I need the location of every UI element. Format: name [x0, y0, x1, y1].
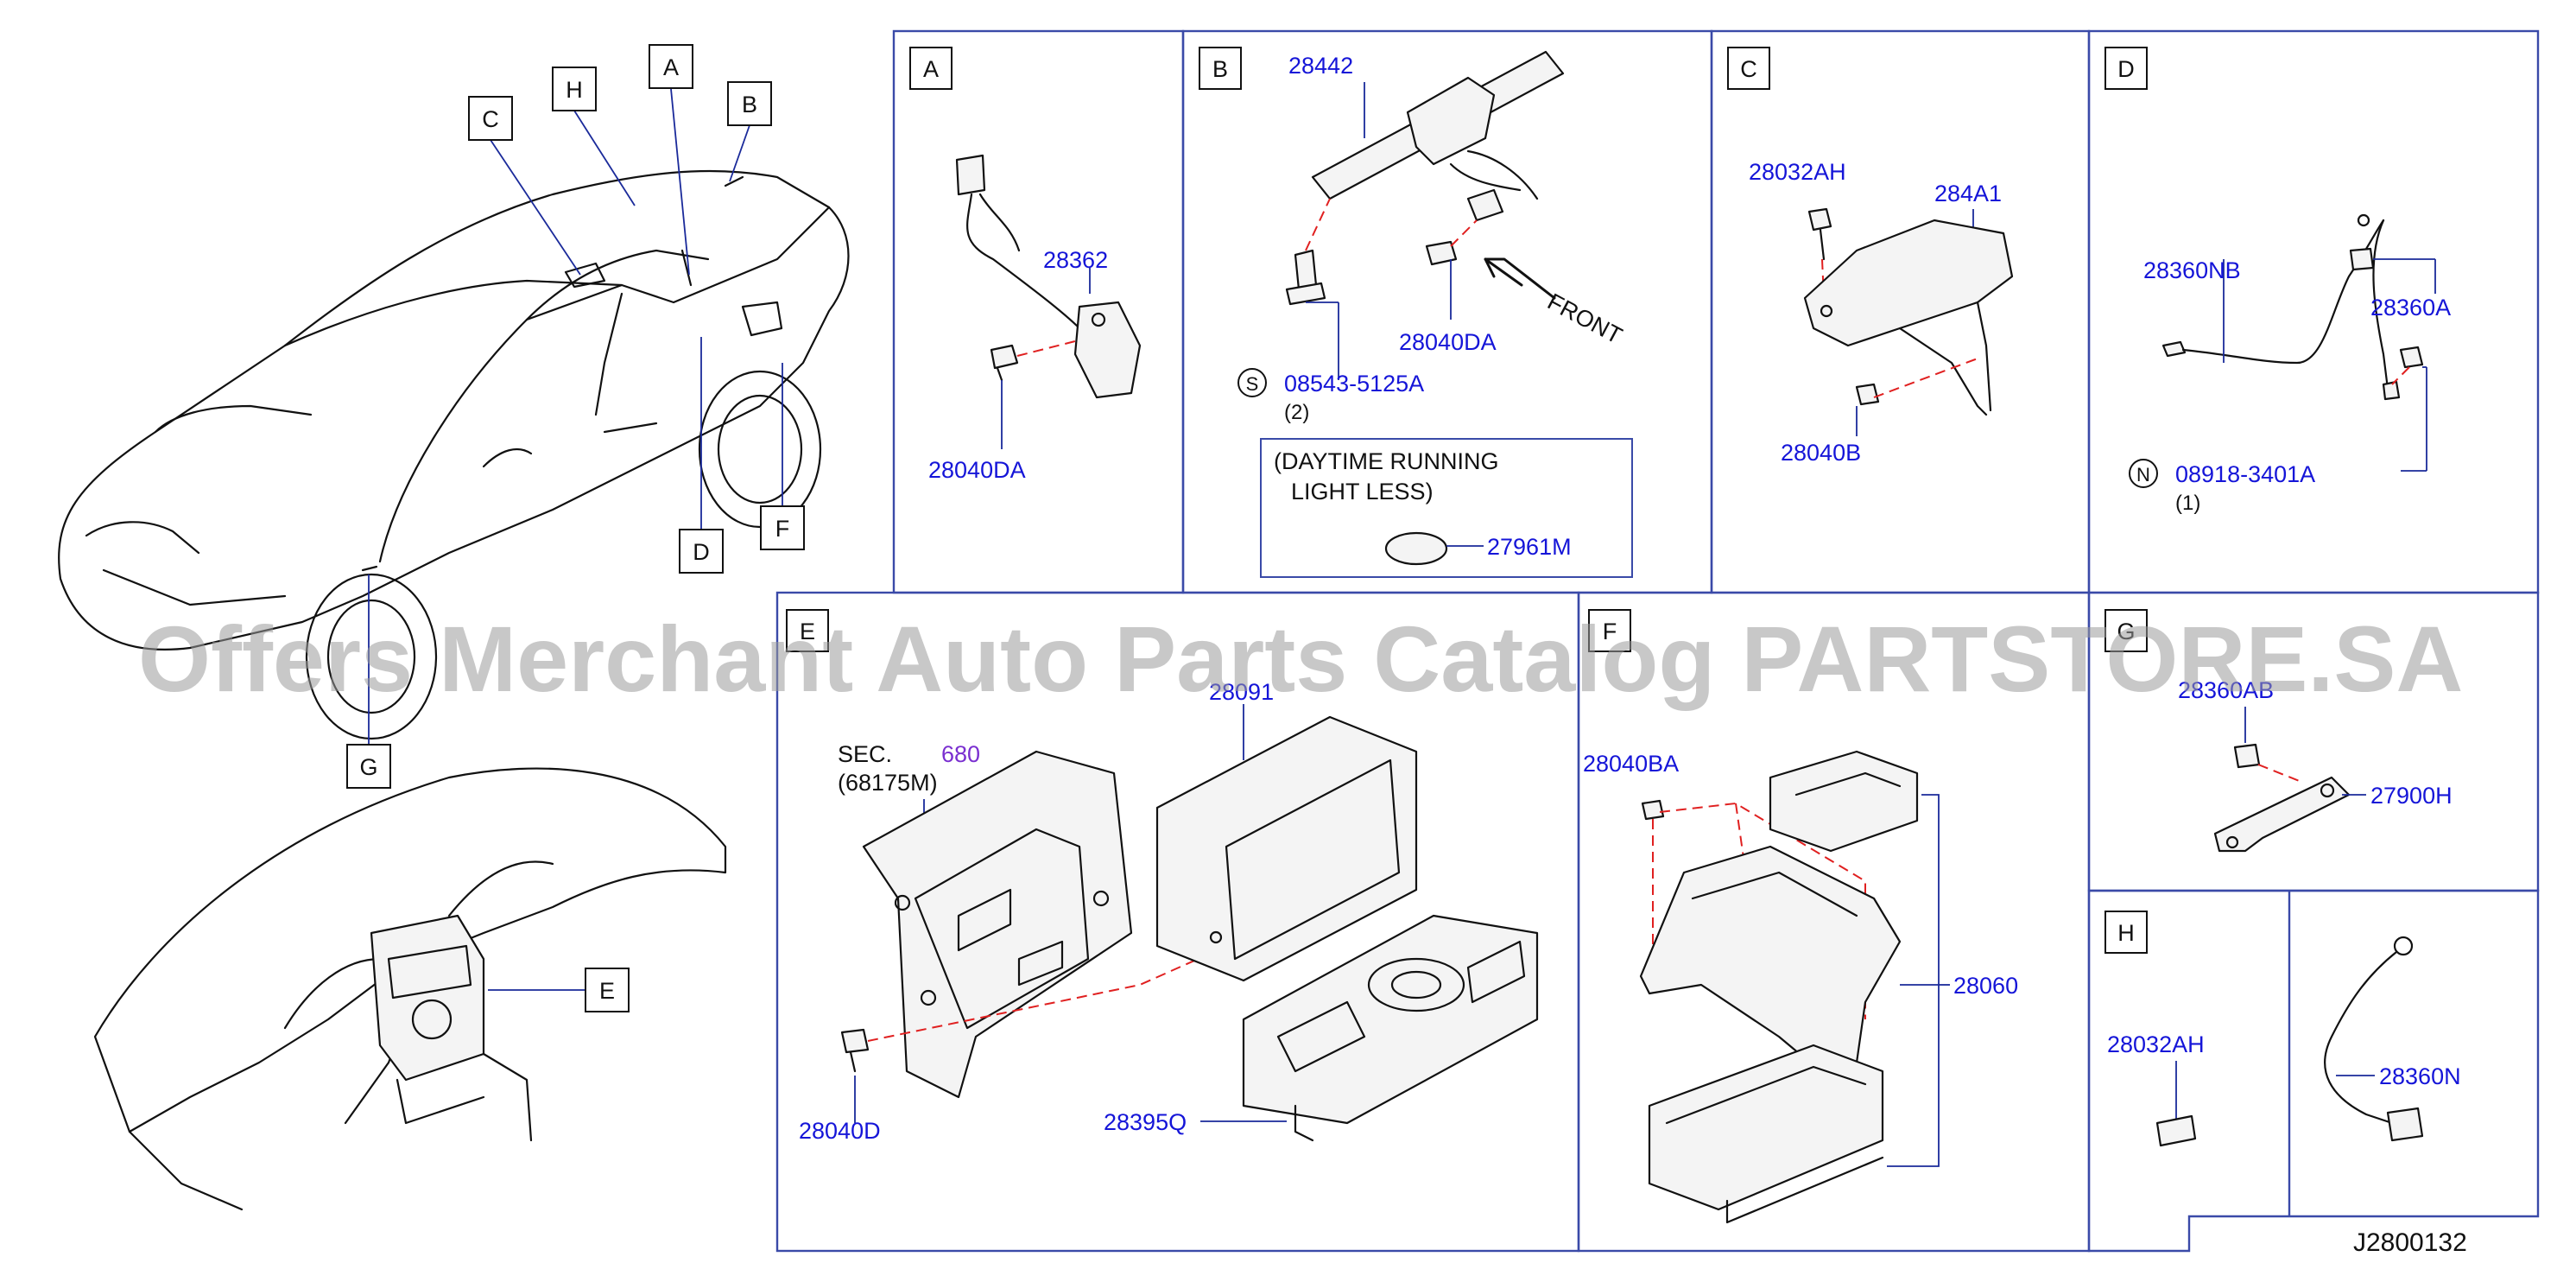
- harness-28360NB: [2161, 213, 2401, 401]
- panel-g-letter: G: [2117, 619, 2135, 644]
- qty-b: (2): [1284, 401, 1309, 424]
- bracket-28060: [1639, 845, 1902, 1082]
- control-unit-28395Q: [1242, 914, 1539, 1142]
- callout-a-letter: A: [663, 54, 679, 80]
- bolt-08543: [1285, 249, 1326, 306]
- callout-c-letter: C: [482, 106, 499, 132]
- nut-28040BA: [1641, 799, 1665, 821]
- panel-a: A 28362 28040DA: [909, 47, 1142, 483]
- mounting-bracket: [862, 750, 1133, 1099]
- panel-g: G 28360AB 27900H: [2104, 609, 2453, 853]
- panel-b: B 28442 FRONT 28040DA S 08543-5125A (2) …: [1199, 47, 1633, 578]
- callout-g: [346, 744, 391, 789]
- screw-28040D: [840, 1028, 870, 1073]
- panel-h-letter: H: [2117, 920, 2135, 946]
- part-27900H: 27900H: [2370, 783, 2453, 809]
- display-28091: [1155, 715, 1418, 982]
- part-28060: 28060: [1953, 973, 2018, 999]
- symbol-s: S: [1246, 373, 1259, 395]
- panel-e-letter: E: [800, 619, 815, 644]
- callout-b: [727, 81, 772, 126]
- harness-connector-28362: [955, 154, 1142, 399]
- part-28091: 28091: [1209, 679, 1274, 705]
- note-line-1: (DAYTIME RUNNING: [1274, 448, 1499, 474]
- harness-28360N: [2324, 936, 2424, 1142]
- sec-number: 680: [941, 741, 980, 767]
- bolt-28032AH-h: [2155, 1114, 2197, 1147]
- callout-f: [760, 505, 805, 550]
- panel-c-letter: C: [1740, 56, 1757, 82]
- panel-f-letter: F: [1603, 619, 1617, 644]
- panel-c: C 28032AH 284A1 28040B: [1727, 47, 2014, 466]
- callout-d-letter: D: [693, 539, 710, 565]
- panel-b-letter: B: [1212, 56, 1228, 82]
- panel-frames: [775, 29, 2540, 1253]
- callout-a: [649, 44, 693, 89]
- callout-c: [468, 96, 513, 141]
- qty-d: (1): [2175, 492, 2200, 515]
- callout-g-letter: G: [359, 754, 377, 780]
- panel-f: F 28040BA 28060: [1583, 609, 2018, 1224]
- part-28360NB: 28360NB: [2143, 257, 2241, 283]
- bolt-28360A: [2349, 247, 2375, 271]
- callout-h: [552, 67, 597, 111]
- module-bottom: [1648, 1044, 1884, 1224]
- symbol-n: N: [2136, 464, 2150, 486]
- watermark: Offers Merchant Auto Parts Catalog PARTS…: [138, 606, 2463, 711]
- panel-e: E SEC. 680 (68175M) 28040D 28091: [786, 609, 1539, 1144]
- callout-b-letter: B: [742, 92, 757, 117]
- part-08918-3401A: 08918-3401A: [2175, 461, 2315, 487]
- part-28442: 28442: [1288, 53, 1353, 79]
- part-28040DA-b: 28040DA: [1399, 329, 1497, 355]
- screw-28040DA-b: [1425, 240, 1458, 266]
- part-28040BA: 28040BA: [1583, 751, 1679, 777]
- bolt-28032AH-c: [1807, 207, 1832, 261]
- note-line-2: LIGHT LESS): [1291, 479, 1434, 505]
- panel-d-letter: D: [2117, 56, 2135, 82]
- part-28360A: 28360A: [2370, 295, 2451, 320]
- overview-callouts: A B C H D F G E: [346, 44, 805, 1012]
- callout-d: [679, 529, 724, 574]
- panel-a-letter: A: [923, 56, 939, 82]
- part-27961M: 27961M: [1487, 534, 1572, 560]
- dashboard-overview: [93, 767, 727, 1211]
- grommet-27961M: [1384, 531, 1448, 566]
- sec-label: SEC.: [838, 741, 892, 767]
- nut-28040B: [1855, 383, 1880, 406]
- sec-ref: (68175M): [838, 770, 938, 796]
- part-28360AB: 28360AB: [2178, 677, 2274, 703]
- panel-d: D 28360NB 28360A N 08918-3401A (1): [2104, 47, 2451, 515]
- front-label: FRONT: [1543, 289, 1626, 349]
- bracket-284A1: [1803, 219, 2014, 416]
- part-08543-5125A: 08543-5125A: [1284, 371, 1424, 397]
- bolt-28360AB: [2233, 743, 2261, 769]
- part-28040DA-a: 28040DA: [928, 457, 1026, 483]
- car-overview: [58, 169, 850, 740]
- part-28362: 28362: [1043, 247, 1108, 273]
- sensor-bracket-28442: [1311, 50, 1565, 222]
- part-28395Q: 28395Q: [1104, 1109, 1187, 1135]
- part-284A1: 284A1: [1934, 181, 2002, 206]
- bracket-27900H: [2213, 776, 2351, 853]
- part-28040D: 28040D: [799, 1118, 881, 1144]
- callout-h-letter: H: [566, 77, 583, 103]
- diagram-code: J2800132: [2353, 1228, 2467, 1257]
- screw-28040DA-a: [990, 344, 1019, 382]
- part-28360N: 28360N: [2379, 1063, 2461, 1089]
- panel-h: H 28032AH 28360N: [2104, 911, 2461, 1147]
- module-top: [1769, 750, 1919, 853]
- callout-f-letter: F: [775, 516, 790, 542]
- callout-e-letter: E: [599, 978, 615, 1004]
- callout-e: [585, 968, 630, 1012]
- part-28032AH-c: 28032AH: [1749, 159, 1846, 185]
- nut-08918: [2399, 346, 2424, 369]
- part-28032AH-h: 28032AH: [2107, 1031, 2205, 1057]
- part-28040B: 28040B: [1781, 440, 1861, 466]
